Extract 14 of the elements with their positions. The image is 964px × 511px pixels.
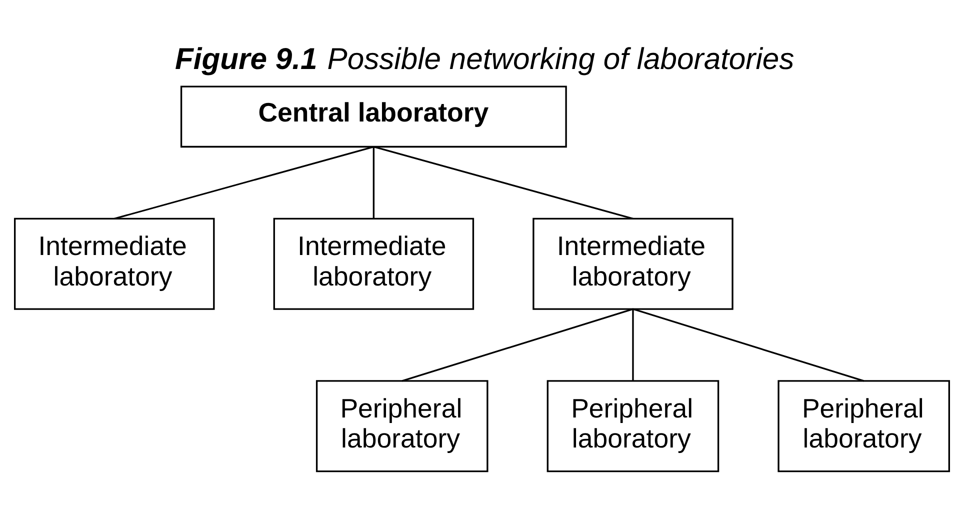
node-box: Central laboratory (180, 86, 567, 148)
connector (114, 146, 374, 220)
node-box: Peripheral laboratory (316, 380, 488, 472)
node-box: Intermediate laboratory (532, 218, 734, 310)
node-box: Intermediate laboratory (14, 218, 215, 310)
node-box: Intermediate laboratory (273, 218, 474, 310)
connector (632, 308, 864, 382)
connector (632, 309, 634, 381)
node-box: Peripheral laboratory (546, 380, 720, 472)
connector (402, 308, 634, 382)
node-box: Peripheral laboratory (778, 380, 950, 472)
diagram-title: Figure 9.1 Possible networking of laboratories (175, 42, 794, 76)
connector (373, 146, 634, 220)
connector (372, 146, 375, 219)
